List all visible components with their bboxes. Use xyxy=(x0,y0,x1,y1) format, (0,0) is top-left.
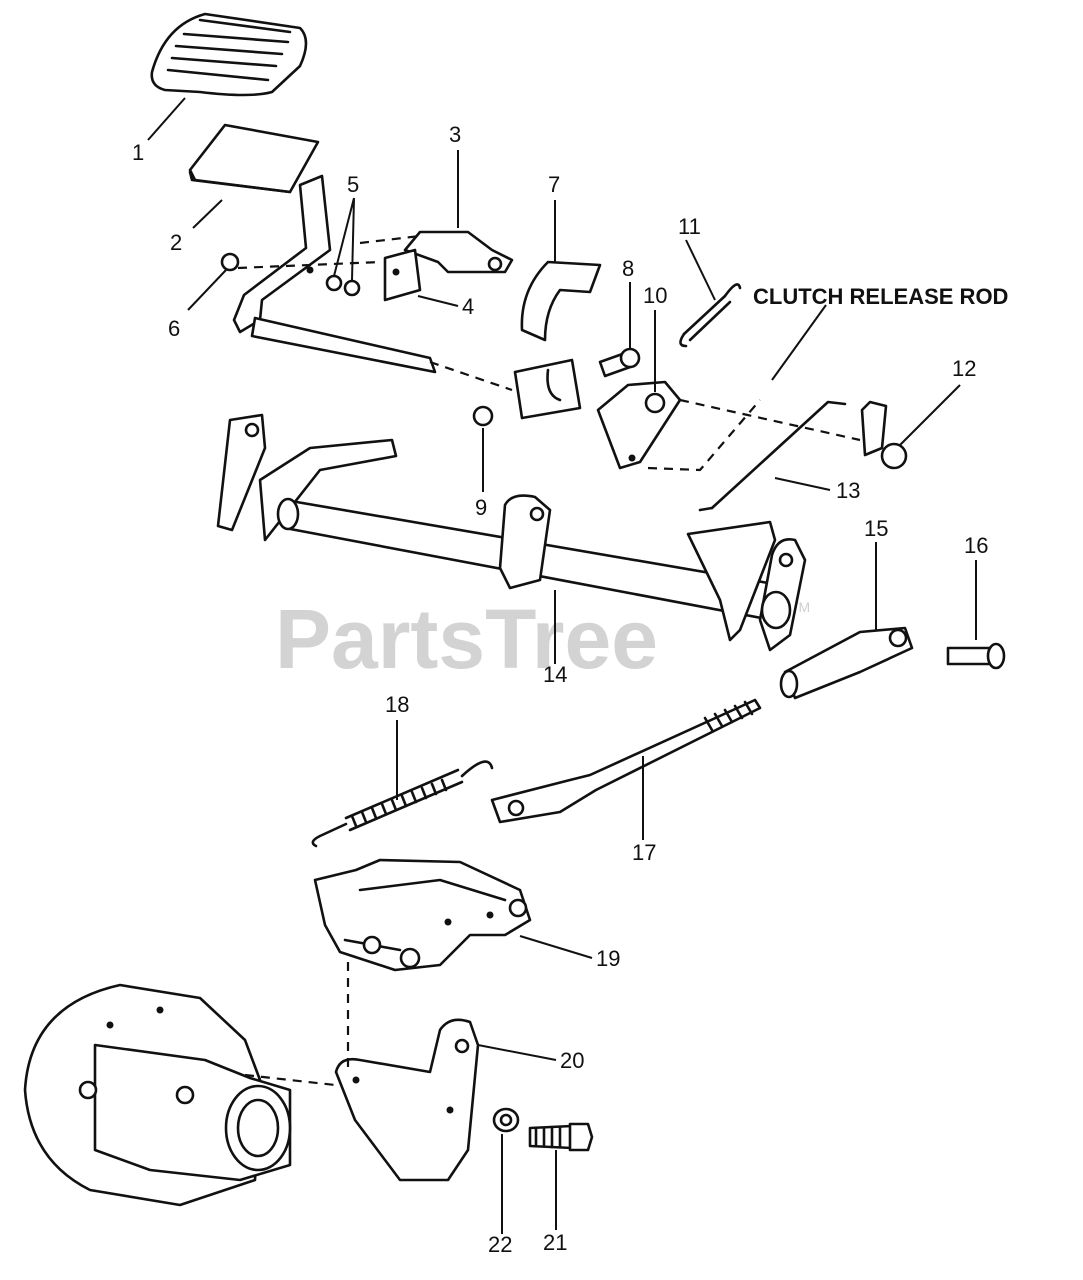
callout-15: 15 xyxy=(864,516,888,541)
part-11-spring xyxy=(679,283,742,348)
part-8-bolt xyxy=(598,347,641,378)
clutch-release-rod-label: CLUTCH RELEASE ROD xyxy=(753,284,1008,309)
callout-2: 2 xyxy=(170,230,182,255)
callout-22: 22 xyxy=(488,1232,512,1257)
part-19-caliper xyxy=(313,858,532,972)
part-2-pedal-arm xyxy=(188,123,437,374)
part-6-nut xyxy=(220,252,240,272)
callout-20: 20 xyxy=(560,1048,584,1073)
part-16-clevis-pin xyxy=(946,642,1006,670)
callout-8: 8 xyxy=(622,256,634,281)
callout-1: 1 xyxy=(132,140,144,165)
part-15-clevis xyxy=(779,626,914,700)
callout-17: 17 xyxy=(632,840,656,865)
alignment-lines xyxy=(237,234,861,1087)
callout-6: 6 xyxy=(168,316,180,341)
part-14-cross-shaft xyxy=(216,413,807,652)
part-3-bracket xyxy=(403,230,514,274)
callout-18: 18 xyxy=(385,692,409,717)
part-18-spring xyxy=(311,760,494,848)
callout-7: 7 xyxy=(548,172,560,197)
callout-16: 16 xyxy=(964,533,988,558)
part-4-plate xyxy=(383,248,422,302)
watermark-text: PartsTree xyxy=(275,592,658,686)
part-7-clutch-arm xyxy=(513,260,602,420)
callout-19: 19 xyxy=(596,946,620,971)
callout-9: 9 xyxy=(475,495,487,520)
part-1-pedal-pad xyxy=(150,12,308,97)
leader-lines xyxy=(147,97,977,1234)
callout-14: 14 xyxy=(543,662,567,687)
callout-12: 12 xyxy=(952,356,976,381)
part-10-cam-plate xyxy=(596,380,682,470)
callout-11: 11 xyxy=(678,214,701,239)
callout-10: 10 xyxy=(643,283,667,308)
callout-labels: 1 2 3 4 5 6 7 8 9 10 11 12 13 14 15 16 1… xyxy=(132,122,988,1257)
callout-4: 4 xyxy=(462,294,474,319)
watermark: PartsTree TM xyxy=(275,592,810,686)
part-20-mount-bracket xyxy=(334,1018,480,1182)
part-12-lever xyxy=(860,400,908,470)
part-9-nut xyxy=(472,405,494,427)
callout-13: 13 xyxy=(836,478,860,503)
part-22-washer xyxy=(492,1107,520,1133)
callout-3: 3 xyxy=(449,122,461,147)
part-21-bolt xyxy=(528,1122,594,1152)
part-5-nuts xyxy=(325,274,361,297)
callout-5: 5 xyxy=(347,172,359,197)
callout-21: 21 xyxy=(543,1230,567,1255)
part-17-brake-rod xyxy=(490,698,762,824)
transaxle-housing xyxy=(23,983,292,1207)
part-13-rod xyxy=(647,399,847,512)
